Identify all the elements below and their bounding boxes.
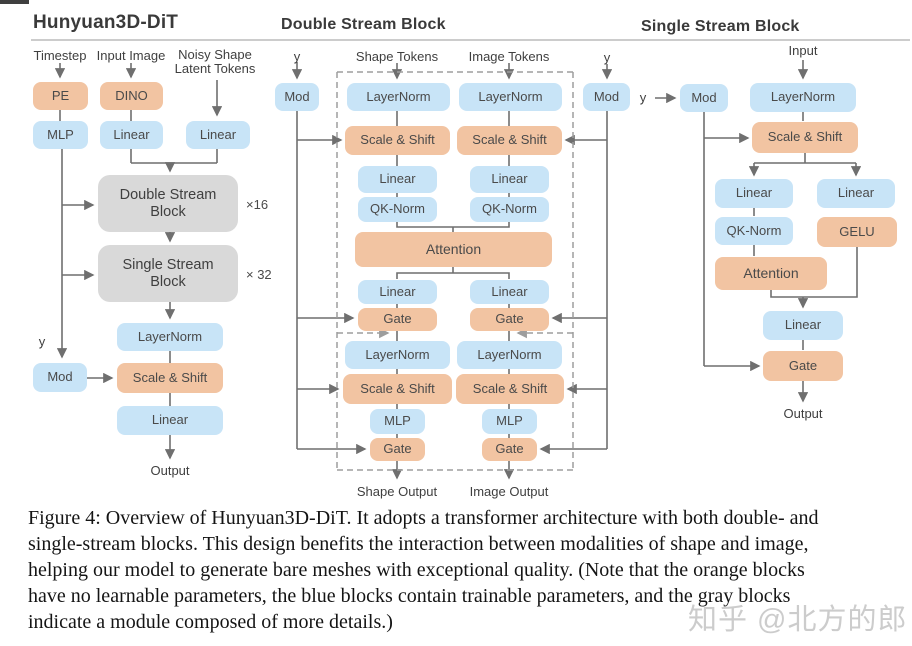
- node-gate-attn-shape: Gate: [358, 308, 437, 331]
- figure-caption: Figure 4: Overview of Hunyuan3D-DiT. It …: [28, 505, 904, 635]
- single-stream-connectors: [655, 60, 862, 403]
- node-gate-single: Gate: [763, 351, 843, 381]
- node-scale-shift-image-1: Scale & Shift: [457, 126, 562, 155]
- label-timestep: Timestep: [33, 48, 87, 63]
- label-input-single: Input: [788, 43, 818, 58]
- hunyuan-connectors: [54, 63, 223, 460]
- node-mod-double-right: Mod: [583, 83, 630, 111]
- title-double-stream-block: Double Stream Block: [281, 16, 446, 33]
- node-qknorm-shape: QK-Norm: [358, 197, 437, 222]
- node-linear-q-image: Linear: [470, 166, 549, 193]
- node-mod-left: Mod: [33, 363, 87, 392]
- node-layernorm-left: LayerNorm: [117, 323, 223, 351]
- label-y-double-left: y: [293, 49, 301, 64]
- label-y-left: y: [38, 334, 46, 349]
- node-mlp-image: MLP: [482, 409, 537, 434]
- node-attention-single: Attention: [715, 257, 827, 290]
- label-x32: × 32: [246, 267, 272, 282]
- node-linear-mlp-single: Linear: [817, 179, 895, 208]
- label-image-tokens: Image Tokens: [468, 49, 550, 64]
- node-qknorm-single: QK-Norm: [715, 217, 793, 245]
- node-linear-qkv-single: Linear: [715, 179, 793, 208]
- node-attention-double: Attention: [355, 232, 552, 267]
- node-mlp-left: MLP: [33, 121, 88, 149]
- node-linear-q-shape: Linear: [358, 166, 437, 193]
- node-linear-shape-left: Linear: [186, 121, 250, 149]
- label-output-left: Output: [150, 463, 190, 478]
- node-gelu-single: GELU: [817, 217, 897, 247]
- node-scale-shift-left: Scale & Shift: [117, 363, 223, 393]
- label-shape-tokens: Shape Tokens: [355, 49, 439, 64]
- caption-line: single-stream blocks. This design benefi…: [28, 533, 809, 555]
- node-gate-attn-image: Gate: [470, 308, 549, 331]
- label-x16: ×16: [246, 197, 269, 212]
- caption-line: indicate a module composed of more detai…: [28, 611, 393, 633]
- node-gate-mlp-shape: Gate: [370, 438, 425, 461]
- crop-artifact-mark: [0, 0, 29, 4]
- node-gate-mlp-image: Gate: [482, 438, 537, 461]
- node-mod-double-left: Mod: [275, 83, 319, 111]
- node-linear-out-left: Linear: [117, 406, 223, 435]
- node-dino: DINO: [100, 82, 163, 110]
- node-mod-single: Mod: [680, 84, 728, 112]
- caption-line: helping our model to generate bare meshe…: [28, 559, 805, 581]
- node-layernorm-image-1: LayerNorm: [459, 83, 562, 111]
- node-scale-shift-single: Scale & Shift: [752, 122, 858, 153]
- caption-line: Figure 4: Overview of Hunyuan3D-DiT. It …: [28, 507, 819, 529]
- node-layernorm-shape-2: LayerNorm: [345, 341, 450, 369]
- double-stream-connectors: [291, 62, 613, 480]
- title-hunyuan3d-dit: Hunyuan3D-DiT: [33, 12, 179, 33]
- section-title-rule: [31, 39, 910, 41]
- node-linear-o-shape: Linear: [358, 280, 437, 304]
- node-layernorm-shape-1: LayerNorm: [347, 83, 450, 111]
- label-shape-output: Shape Output: [356, 484, 438, 499]
- node-pe: PE: [33, 82, 88, 110]
- node-scale-shift-image-2: Scale & Shift: [456, 374, 564, 404]
- node-linear-image-left: Linear: [100, 121, 163, 149]
- node-scale-shift-shape-1: Scale & Shift: [345, 126, 450, 155]
- node-layernorm-single: LayerNorm: [750, 83, 856, 112]
- node-linear-o-image: Linear: [470, 280, 549, 304]
- node-double-stream-block: Double Stream Block: [98, 175, 238, 232]
- label-y-single: y: [639, 90, 647, 105]
- node-linear-out-single: Linear: [763, 311, 843, 340]
- node-qknorm-image: QK-Norm: [470, 197, 549, 222]
- label-input-image: Input Image: [96, 48, 166, 63]
- node-single-stream-block: Single Stream Block: [98, 245, 238, 302]
- node-scale-shift-shape-2: Scale & Shift: [343, 374, 452, 404]
- label-y-double-right: y: [603, 50, 611, 65]
- caption-line: have no learnable parameters, the blue b…: [28, 585, 791, 607]
- node-mlp-shape: MLP: [370, 409, 425, 434]
- label-image-output: Image Output: [469, 484, 549, 499]
- node-layernorm-image-2: LayerNorm: [457, 341, 562, 369]
- label-noisy-shape-latent-tokens: Noisy Shape Latent Tokens: [174, 47, 256, 77]
- dashed-residual-boxes: [336, 71, 574, 471]
- title-single-stream-block: Single Stream Block: [641, 18, 800, 35]
- zhihu-watermark: 知乎 @北方的郎: [688, 604, 908, 636]
- label-output-single: Output: [783, 406, 823, 421]
